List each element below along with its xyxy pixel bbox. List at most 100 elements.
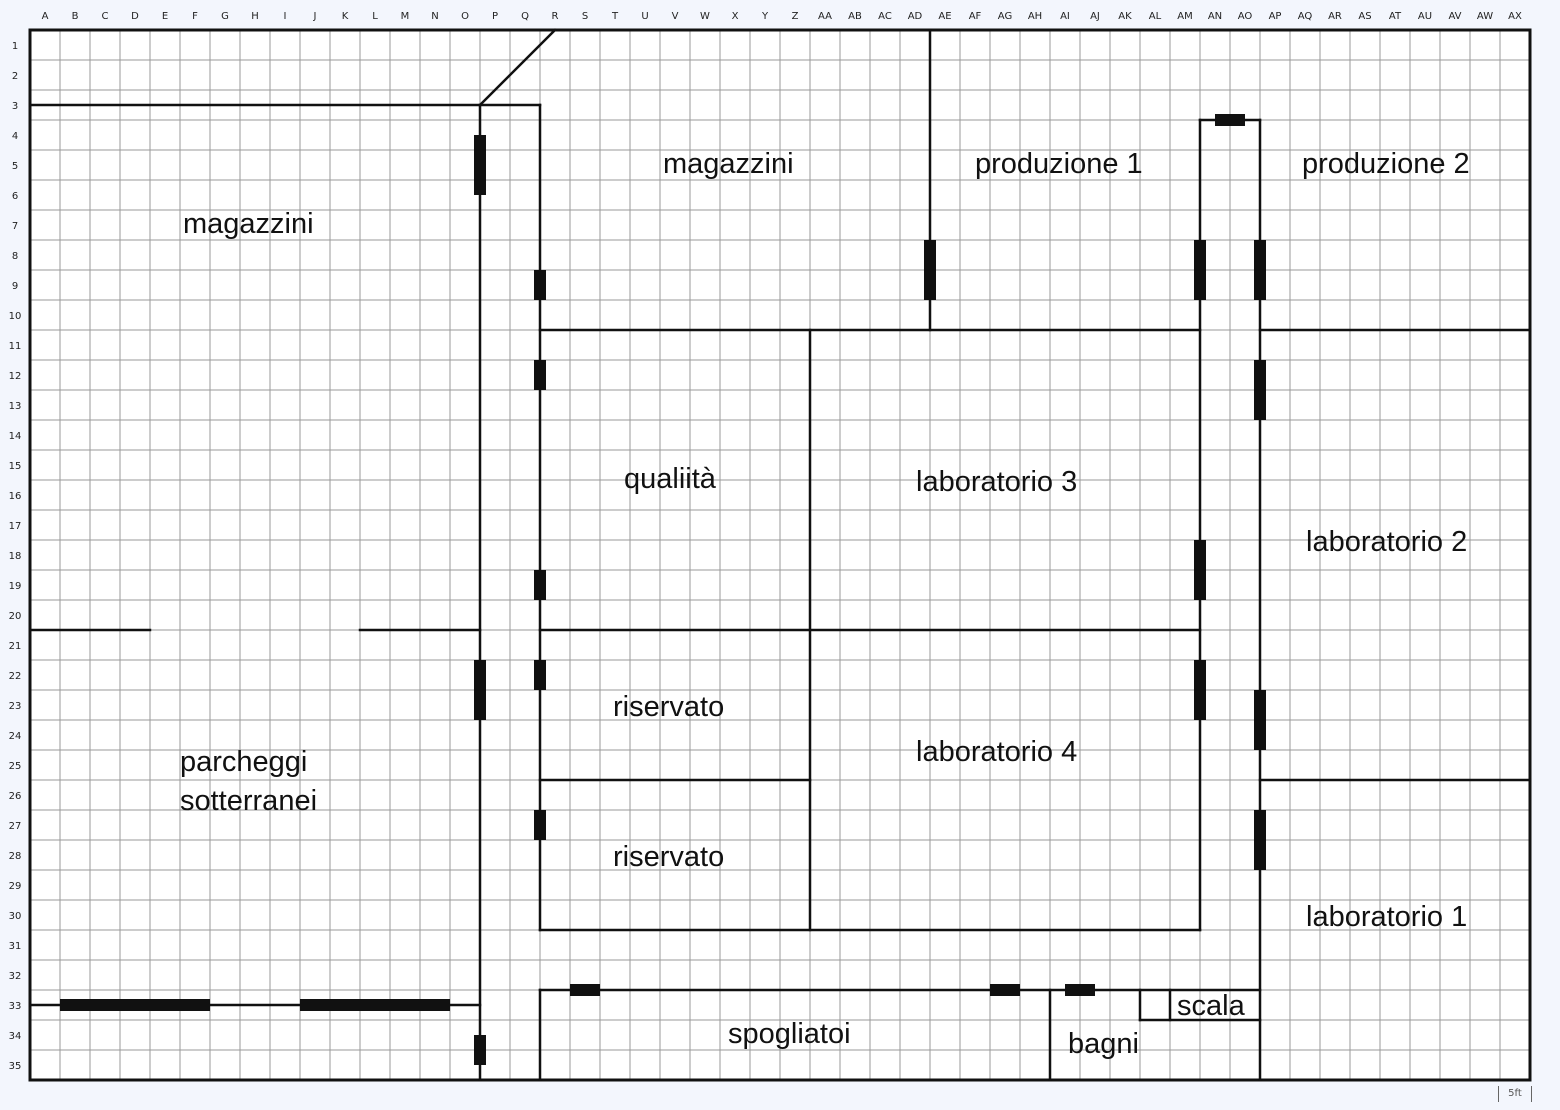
row-label: 34 — [9, 1031, 22, 1042]
row-label: 4 — [12, 131, 18, 142]
row-label: 28 — [9, 851, 22, 862]
row-label: 11 — [9, 341, 22, 352]
door — [1254, 810, 1266, 870]
row-labels: 1234567891011121314151617181920212223242… — [9, 41, 22, 1072]
column-label: AA — [818, 11, 832, 22]
room-label-sotterranei: sotterranei — [180, 785, 317, 817]
column-label: G — [221, 11, 229, 22]
column-label: AE — [938, 11, 951, 22]
column-label: O — [461, 11, 469, 22]
column-label: AJ — [1090, 11, 1100, 22]
column-label: AM — [1177, 11, 1192, 22]
door — [1215, 114, 1245, 126]
column-label: AT — [1389, 11, 1402, 22]
door — [300, 999, 450, 1011]
row-label: 13 — [9, 401, 22, 412]
column-label: AG — [998, 11, 1012, 22]
door — [534, 360, 546, 390]
column-label: J — [313, 11, 317, 22]
room-label-qualita: qualiità — [624, 463, 717, 495]
column-label: AW — [1477, 11, 1493, 22]
door — [1065, 984, 1095, 996]
door — [570, 984, 600, 996]
door — [1254, 360, 1266, 420]
column-label: AQ — [1298, 11, 1313, 22]
column-label: F — [192, 11, 198, 22]
wall — [478, 28, 557, 107]
row-label: 19 — [9, 581, 22, 592]
column-label: S — [582, 11, 588, 22]
door — [474, 135, 486, 195]
doors — [60, 114, 1266, 1065]
row-label: 17 — [9, 521, 22, 532]
outer-wall — [28, 28, 1532, 1082]
column-label: C — [102, 11, 109, 22]
room-label-laboratorio-3: laboratorio 3 — [916, 466, 1077, 498]
row-label: 24 — [9, 731, 22, 742]
room-label-produzione-1: produzione 1 — [975, 148, 1143, 180]
row-label: 30 — [9, 911, 22, 922]
column-label: AS — [1358, 11, 1371, 22]
door — [1254, 240, 1266, 300]
row-label: 33 — [9, 1001, 22, 1012]
row-label: 22 — [9, 671, 22, 682]
column-label: AF — [969, 11, 982, 22]
door — [474, 1035, 486, 1065]
column-label: P — [492, 11, 498, 22]
door — [1194, 240, 1206, 300]
column-label: H — [251, 11, 259, 22]
column-label: AL — [1149, 11, 1162, 22]
row-label: 35 — [9, 1061, 22, 1072]
row-label: 32 — [9, 971, 22, 982]
row-label: 3 — [12, 101, 18, 112]
door — [1194, 540, 1206, 600]
row-label: 12 — [9, 371, 22, 382]
door — [534, 810, 546, 840]
room-label-parcheggi: parcheggi — [180, 746, 307, 778]
door — [924, 240, 936, 300]
row-label: 7 — [12, 221, 18, 232]
column-label: D — [131, 11, 139, 22]
door — [1254, 690, 1266, 750]
row-label: 25 — [9, 761, 22, 772]
column-label: R — [552, 11, 559, 22]
column-label: W — [700, 11, 710, 22]
column-label: AX — [1508, 11, 1522, 22]
column-label: AP — [1269, 11, 1282, 22]
column-label: Y — [761, 11, 769, 22]
room-label-scala: scala — [1177, 990, 1246, 1022]
row-label: 6 — [12, 191, 18, 202]
row-label: 18 — [9, 551, 22, 562]
row-label: 1 — [12, 41, 18, 52]
column-label: K — [342, 11, 349, 22]
door — [534, 270, 546, 300]
column-label: Z — [792, 11, 799, 22]
door — [534, 660, 546, 690]
row-label: 5 — [12, 161, 18, 172]
column-label: A — [42, 11, 49, 22]
room-label-produzione-2: produzione 2 — [1302, 148, 1470, 180]
column-label: AI — [1060, 11, 1070, 22]
column-label: B — [72, 11, 79, 22]
door — [990, 984, 1020, 996]
row-label: 31 — [9, 941, 22, 952]
room-label-riservato-2: riservato — [613, 841, 724, 873]
row-label: 23 — [9, 701, 22, 712]
room-label-spogliatoi: spogliatoi — [728, 1018, 851, 1050]
row-label: 9 — [12, 281, 18, 292]
column-label: M — [401, 11, 410, 22]
column-label: AV — [1448, 11, 1461, 22]
door — [60, 999, 210, 1011]
column-label: AU — [1418, 11, 1432, 22]
row-label: 15 — [9, 461, 22, 472]
room-label-laboratorio-2: laboratorio 2 — [1306, 526, 1467, 558]
column-label: AB — [848, 11, 862, 22]
room-label-riservato-1: riservato — [613, 691, 724, 723]
column-label: AC — [878, 11, 892, 22]
column-label: L — [372, 11, 378, 22]
room-label-magazzini-west: magazzini — [183, 208, 314, 240]
column-label: X — [732, 11, 739, 22]
door — [534, 570, 546, 600]
scale-indicator: 5ft — [1498, 1086, 1532, 1102]
column-label: V — [672, 11, 679, 22]
